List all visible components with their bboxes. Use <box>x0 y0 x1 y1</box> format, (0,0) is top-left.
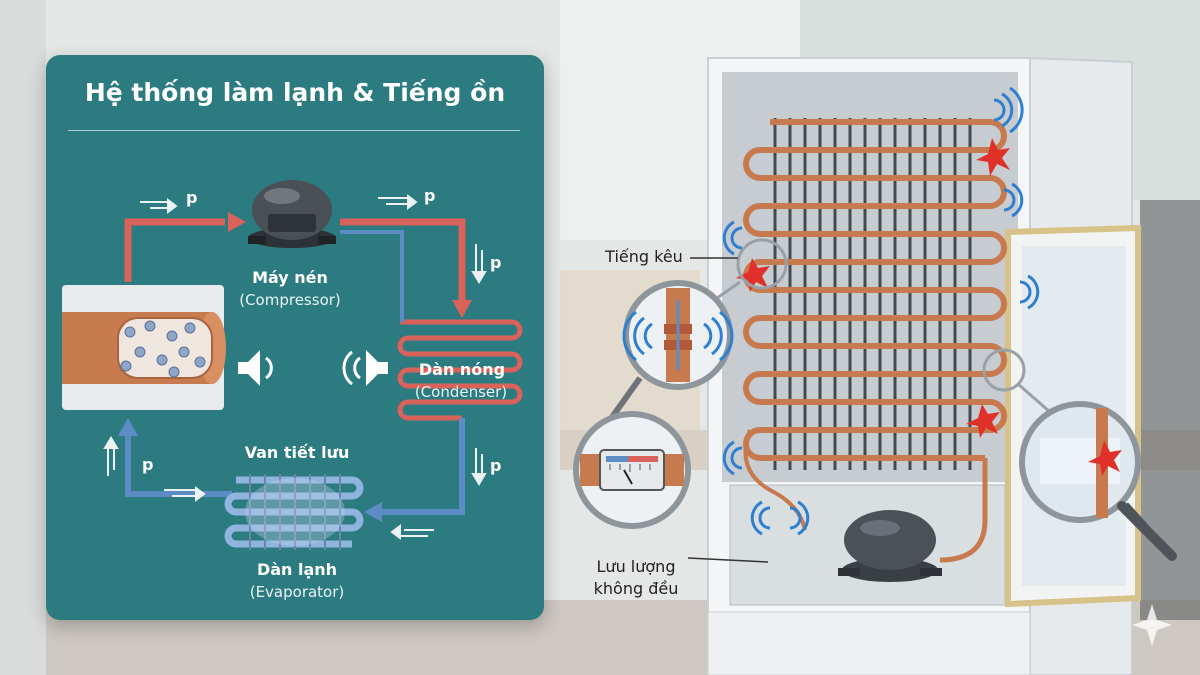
pipe-cross-section <box>62 285 226 410</box>
noise-callout: Tiếng kêu <box>605 247 683 266</box>
expansion-valve-label: Van tiết lưu <box>244 443 350 462</box>
pressure-label: p <box>142 455 154 474</box>
pressure-label: p <box>424 186 436 205</box>
discharge-line <box>340 218 466 305</box>
evaporator-label: Dàn lạnh <box>256 560 338 579</box>
speaker-icon <box>342 350 388 386</box>
flow-callout-line1: Lưu lượng <box>596 557 676 576</box>
sound-wave-icon <box>722 86 1040 536</box>
condenser-label: Dàn nóng <box>418 360 506 379</box>
liquid-line <box>378 418 465 515</box>
condenser-coil <box>743 118 1007 563</box>
pressure-label: p <box>490 253 502 272</box>
condenser-subtitle: (Condenser) <box>414 383 508 401</box>
spark-icon <box>736 138 1010 438</box>
pressure-label: p <box>490 456 502 475</box>
pressure-label: p <box>186 188 198 207</box>
condenser-zigzag <box>397 319 523 421</box>
sparkle-logo <box>1132 604 1172 646</box>
compressor-subtitle: (Compressor) <box>239 291 341 309</box>
compressor-icon <box>248 180 336 248</box>
evaporator-coil <box>224 474 364 550</box>
evaporator-subtitle: (Evaporator) <box>249 583 345 601</box>
gauge-icon <box>573 411 691 529</box>
flow-callout-line2: không đều <box>593 579 679 598</box>
panel-divider <box>68 130 520 131</box>
fridge-compressor <box>838 510 942 582</box>
magnifier-icon <box>622 280 734 390</box>
panel-title: Hệ thống làm lạnh & Tiếng ồn <box>84 78 506 107</box>
compressor-label: Máy nén <box>252 268 328 287</box>
speaker-icon <box>238 350 273 386</box>
suction-line <box>124 218 225 282</box>
